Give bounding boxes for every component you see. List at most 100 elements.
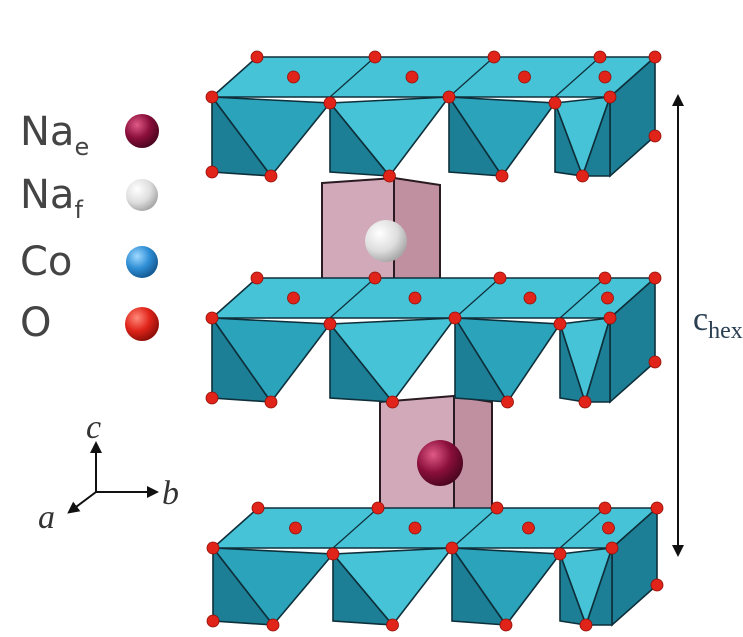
axis-b-label: b bbox=[162, 475, 179, 512]
oxygen-atom bbox=[264, 395, 278, 409]
oxygen-atom bbox=[648, 129, 662, 143]
layer-bot-octahedron-face-lower bbox=[332, 551, 395, 626]
oxygen-atom bbox=[386, 395, 399, 409]
layer-top-octahedron-face-end bbox=[581, 96, 611, 177]
legend-swatch-o bbox=[125, 307, 159, 341]
oxygen-atom bbox=[648, 50, 662, 64]
layer-bot-octahedron-face-end bbox=[584, 547, 613, 626]
c-hex-label: chex bbox=[693, 301, 743, 344]
oxygen-atom bbox=[287, 291, 300, 305]
coo2-layer-top bbox=[205, 50, 662, 183]
oxygen-atom bbox=[501, 395, 514, 409]
layer-bot-octahedron-face-lower bbox=[559, 553, 588, 626]
oxygen-atom bbox=[523, 291, 537, 305]
oxygen-atom bbox=[206, 614, 220, 628]
layer-top-top-surface bbox=[209, 56, 658, 98]
layer-mid-octahedron-face-lower bbox=[559, 323, 587, 403]
axis-a-label: a bbox=[38, 499, 55, 536]
oxygen-atom bbox=[445, 541, 459, 555]
legend-label-na-e: Nae bbox=[20, 109, 89, 161]
layer-top-top-edge bbox=[554, 56, 601, 98]
oxygen-atom bbox=[598, 70, 612, 84]
oxygen-atom bbox=[386, 618, 399, 632]
oxygen-atom bbox=[405, 70, 419, 84]
oxygen-atom bbox=[593, 50, 607, 64]
oxygen-atom bbox=[548, 96, 562, 110]
oxygen-atom bbox=[553, 547, 567, 561]
oxygen-atom bbox=[648, 355, 662, 369]
oxygen-atom bbox=[598, 501, 612, 515]
layer-top-top-edge bbox=[448, 56, 495, 98]
oxygen-atom bbox=[205, 391, 219, 405]
oxygen-atom bbox=[323, 96, 337, 110]
oxygen-atom bbox=[289, 521, 302, 535]
axis-triad: c b a bbox=[38, 409, 179, 536]
layer-top-octahedron-face-lower bbox=[329, 100, 392, 177]
oxygen-atom bbox=[522, 521, 535, 535]
layer-mid-top-edge bbox=[454, 277, 501, 319]
layer-bot-top-edge bbox=[559, 507, 606, 549]
coo2-layer-middle bbox=[205, 271, 662, 409]
oxygen-atom bbox=[499, 618, 513, 632]
legend-swatch-na-f bbox=[126, 179, 158, 211]
oxygen-atom bbox=[448, 311, 462, 325]
oxygen-atom bbox=[326, 547, 340, 561]
layer-bot-top-surface bbox=[210, 507, 660, 549]
oxygen-atom bbox=[205, 90, 219, 104]
na-e-atom-prism bbox=[417, 440, 463, 486]
oxygen-atom bbox=[601, 291, 614, 305]
oxygen-atom bbox=[553, 317, 567, 331]
oxygen-atom bbox=[408, 521, 422, 535]
layer-mid-octahedron-face-end bbox=[583, 317, 611, 403]
oxygen-atom bbox=[650, 578, 664, 592]
oxygen-atom bbox=[371, 501, 385, 515]
oxygen-atom bbox=[487, 50, 501, 64]
layer-bot-octahedron-face-lower bbox=[212, 545, 275, 626]
legend-label-o: O bbox=[20, 300, 51, 346]
oxygen-atom bbox=[518, 70, 531, 84]
coo2-layer-bottom bbox=[206, 501, 664, 632]
oxygen-atom bbox=[648, 271, 662, 285]
layer-top-top-edge bbox=[329, 56, 376, 98]
oxygen-atom bbox=[579, 618, 593, 632]
layer-bot-octahedron-face-lower bbox=[451, 545, 508, 626]
oxygen-atom bbox=[205, 165, 219, 179]
oxygen-atom bbox=[598, 271, 612, 285]
oxygen-atom bbox=[490, 501, 504, 515]
oxygen-atom bbox=[250, 271, 264, 285]
oxygen-atom bbox=[251, 501, 265, 515]
legend-label-na-f: Naf bbox=[20, 172, 83, 224]
oxygen-atom bbox=[266, 618, 280, 632]
layer-top-octahedron-face-lower bbox=[448, 94, 504, 177]
legend-swatch-co bbox=[126, 246, 158, 278]
layer-mid-octahedron-face-lower bbox=[454, 315, 510, 403]
oxygen-atom bbox=[368, 271, 382, 285]
legend-label-co: Co bbox=[20, 239, 72, 285]
oxygen-atom bbox=[493, 271, 507, 285]
layer-mid-top-surface bbox=[209, 277, 658, 319]
oxygen-atom bbox=[368, 50, 382, 64]
oxygen-atom bbox=[650, 501, 664, 515]
layer-bot-top-edge bbox=[451, 507, 498, 549]
layer-mid-top-edge bbox=[559, 277, 606, 319]
oxygen-atom bbox=[323, 317, 337, 331]
layer-mid-octahedron-face-lower bbox=[211, 315, 273, 403]
oxygen-atom bbox=[408, 291, 422, 305]
oxygen-atom bbox=[264, 169, 278, 183]
oxygen-atom bbox=[206, 541, 220, 555]
layer-top-octahedron-face-lower bbox=[211, 94, 273, 177]
oxygen-atom bbox=[605, 541, 619, 555]
layer-top-octahedron-face-lower bbox=[554, 102, 584, 177]
oxygen-atom bbox=[442, 90, 456, 104]
layer-mid-top-edge bbox=[329, 277, 376, 319]
oxygen-atom bbox=[603, 311, 617, 325]
oxygen-atom bbox=[383, 169, 396, 183]
na-f-atom-prism bbox=[365, 220, 407, 262]
oxygen-atom bbox=[578, 395, 592, 409]
oxygen-atom bbox=[576, 169, 589, 183]
axis-a-arrow bbox=[67, 491, 97, 514]
layer-bot-top-edge bbox=[332, 507, 379, 549]
legend: Nae Naf Co O bbox=[20, 109, 159, 346]
